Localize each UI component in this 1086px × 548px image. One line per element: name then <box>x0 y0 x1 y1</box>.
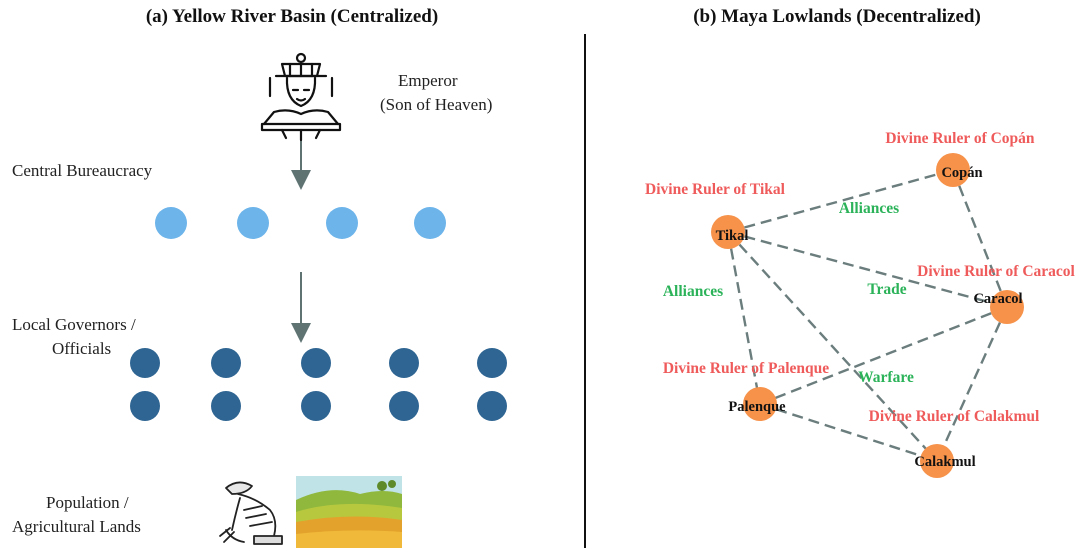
governor-node <box>477 391 507 421</box>
governor-node <box>130 348 160 378</box>
bureaucracy-node <box>414 207 446 239</box>
city-node-palenque <box>743 387 777 421</box>
farmer-icon <box>219 481 283 545</box>
edge-label: Warfare <box>858 369 914 386</box>
governor-node <box>301 391 331 421</box>
edge-label: Trade <box>867 281 906 298</box>
edge-tikal-caracol <box>727 230 1008 309</box>
emperor-icon <box>260 52 342 142</box>
emperor-sublabel: (Son of Heaven) <box>380 95 493 114</box>
farmland-icon <box>296 476 402 548</box>
bureaucracy-label: Central Bureaucracy <box>12 161 153 180</box>
emperor-label: Emperor <box>398 71 458 90</box>
ruler-label-tikal: Divine Ruler of Tikal <box>645 181 786 198</box>
population-label: Population / <box>46 493 129 512</box>
governor-node <box>130 391 160 421</box>
ruler-label-calakmul: Divine Ruler of Calakmul <box>869 408 1040 425</box>
edge-palenque-calakmul <box>759 402 938 463</box>
edge-label: Alliances <box>839 200 899 217</box>
bureaucracy-node <box>155 207 187 239</box>
city-label-caracol: Caracol <box>973 291 1022 307</box>
city-label-palenque: Palenque <box>728 399 786 415</box>
edge-tikal-palenque <box>726 231 762 405</box>
city-node-calakmul <box>920 444 954 478</box>
edge-copan-caracol <box>951 169 1009 308</box>
edge-label: Alliances <box>663 283 723 300</box>
bureaucracy-node <box>237 207 269 239</box>
population-sublabel: Agricultural Lands <box>12 517 141 536</box>
edge-caracol-palenque <box>759 305 1008 406</box>
governor-node <box>301 348 331 378</box>
governor-node <box>389 391 419 421</box>
ruler-label-caracol: Divine Ruler of Caracol <box>917 263 1075 280</box>
city-node-tikal <box>711 215 745 249</box>
edge-tikal-calakmul <box>727 231 938 462</box>
panel-b-title: (b) Maya Lowlands (Decentralized) <box>693 6 981 27</box>
panel-a-title: (a) Yellow River Basin (Centralized) <box>145 6 439 27</box>
city-label-calakmul: Calakmul <box>914 454 975 470</box>
governor-node <box>211 391 241 421</box>
city-node-caracol <box>990 290 1024 324</box>
city-label-copan: Copán <box>941 165 982 181</box>
governor-node <box>389 348 419 378</box>
bureaucracy-node <box>326 207 358 239</box>
governors-sublabel: Officials <box>52 339 112 358</box>
governors-label: Local Governors / <box>12 315 136 334</box>
ruler-label-copan: Divine Ruler of Copán <box>885 130 1035 147</box>
governor-node <box>211 348 241 378</box>
ruler-label-palenque: Divine Ruler of Palenque <box>663 360 829 377</box>
panel-divider <box>584 34 586 548</box>
city-label-tikal: Tikal <box>716 228 749 244</box>
edge-caracol-calakmul <box>935 306 1009 462</box>
city-node-copan <box>936 153 970 187</box>
edge-tikal-copan <box>727 168 954 234</box>
governor-node <box>477 348 507 378</box>
